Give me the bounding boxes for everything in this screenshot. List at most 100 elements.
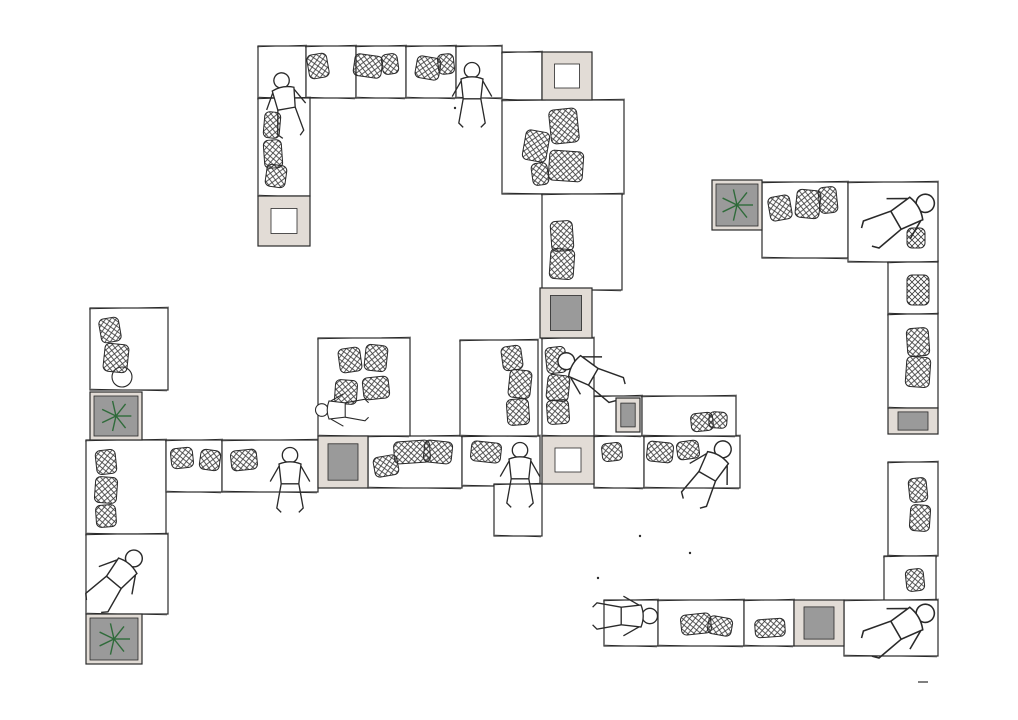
person-legs bbox=[860, 210, 902, 249]
person-arms bbox=[886, 607, 922, 650]
cushion bbox=[905, 327, 931, 357]
cushion bbox=[548, 248, 576, 280]
person bbox=[557, 352, 626, 404]
cushion bbox=[904, 568, 926, 592]
seat-module bbox=[501, 51, 543, 101]
person bbox=[266, 72, 307, 139]
cushion bbox=[545, 373, 571, 403]
cushion bbox=[794, 188, 822, 220]
person-arms bbox=[886, 197, 922, 240]
person-head bbox=[511, 441, 529, 459]
person-torso bbox=[271, 85, 296, 111]
cushion bbox=[505, 398, 531, 426]
cushion bbox=[906, 227, 926, 249]
person-arms bbox=[266, 89, 307, 111]
person-torso bbox=[620, 604, 644, 628]
person-legs bbox=[680, 471, 717, 509]
cushion bbox=[530, 162, 550, 186]
sketch-line bbox=[458, 338, 540, 438]
person-arms bbox=[98, 559, 137, 595]
cushion bbox=[306, 52, 330, 80]
person-torso bbox=[567, 354, 600, 387]
plant-icon bbox=[99, 623, 130, 655]
person-head bbox=[281, 446, 299, 464]
person-legs bbox=[588, 367, 626, 404]
cushion bbox=[198, 448, 222, 472]
plant-leaf bbox=[736, 204, 748, 218]
cushion bbox=[98, 316, 122, 344]
table-inset bbox=[550, 295, 583, 331]
person-head bbox=[463, 61, 481, 79]
person-arms bbox=[451, 80, 493, 97]
cushion bbox=[708, 411, 728, 429]
person-arms bbox=[689, 453, 728, 486]
plant-leaf bbox=[736, 192, 748, 206]
person-torso bbox=[105, 557, 138, 590]
person bbox=[499, 441, 541, 508]
plant-icon bbox=[722, 189, 753, 221]
people bbox=[85, 61, 936, 659]
person-legs bbox=[85, 575, 122, 614]
plant-leaf bbox=[101, 415, 117, 424]
person-torso bbox=[326, 400, 346, 420]
device-icon bbox=[554, 447, 582, 473]
stray-dot bbox=[638, 534, 642, 538]
person-legs bbox=[592, 602, 622, 630]
person bbox=[860, 193, 936, 249]
plant-leaf bbox=[722, 197, 738, 206]
table-inset bbox=[897, 411, 929, 431]
person-legs bbox=[277, 106, 305, 139]
cushion bbox=[94, 449, 118, 475]
person-legs bbox=[860, 620, 902, 659]
person-head bbox=[641, 607, 659, 625]
person bbox=[451, 61, 493, 128]
person-arms bbox=[570, 356, 603, 395]
person-torso bbox=[508, 456, 532, 480]
sketch-line bbox=[354, 44, 408, 100]
cushion bbox=[601, 441, 623, 463]
person-torso bbox=[889, 606, 924, 641]
cushion bbox=[363, 343, 389, 373]
person-torso bbox=[278, 461, 302, 485]
cushion bbox=[906, 274, 930, 306]
cushion bbox=[95, 504, 117, 528]
plant-leaf bbox=[109, 638, 115, 655]
cushion bbox=[908, 504, 932, 532]
cushion bbox=[767, 194, 793, 222]
cushion bbox=[548, 107, 580, 145]
cushion bbox=[907, 477, 929, 503]
plant-leaf bbox=[732, 204, 738, 221]
plant-leaf bbox=[109, 623, 115, 640]
cushion bbox=[676, 439, 700, 461]
cushion bbox=[422, 439, 454, 465]
plant-leaf bbox=[115, 415, 127, 429]
stray-marks bbox=[453, 106, 928, 683]
cushion bbox=[904, 356, 932, 388]
cushion bbox=[372, 454, 400, 478]
cushion bbox=[170, 446, 194, 470]
person-arms bbox=[623, 595, 640, 637]
cushion bbox=[680, 612, 712, 636]
person-legs bbox=[276, 483, 304, 513]
person-head bbox=[314, 403, 329, 417]
cushions bbox=[93, 52, 932, 639]
person-legs bbox=[506, 478, 534, 508]
person-legs bbox=[458, 98, 486, 128]
person bbox=[85, 549, 144, 614]
sketch-line bbox=[404, 44, 458, 100]
cushion bbox=[706, 615, 734, 637]
cushion bbox=[436, 53, 456, 75]
person-arms bbox=[269, 465, 311, 482]
person-legs bbox=[345, 398, 369, 422]
cushion bbox=[521, 129, 551, 163]
side-tables bbox=[85, 51, 939, 665]
person-arms bbox=[499, 460, 541, 477]
person-arms bbox=[330, 393, 344, 427]
plant-leaf bbox=[111, 415, 117, 432]
sketch-line bbox=[742, 598, 796, 648]
sketch-line bbox=[164, 438, 224, 494]
person-torso bbox=[889, 196, 924, 231]
footstool bbox=[493, 483, 543, 537]
